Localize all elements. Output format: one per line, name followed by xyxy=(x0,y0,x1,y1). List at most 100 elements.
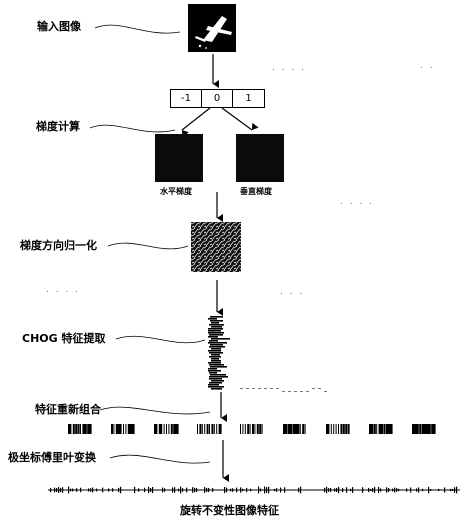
final-tick xyxy=(438,488,440,492)
recombine-segment xyxy=(302,424,305,434)
chog-bar xyxy=(211,338,230,340)
final-tick xyxy=(88,488,90,492)
final-tick xyxy=(352,487,354,493)
final-tick xyxy=(276,488,278,492)
chog-bar xyxy=(208,370,221,372)
final-tick xyxy=(108,488,110,492)
chog-bar xyxy=(209,382,222,384)
recombine-segment xyxy=(431,424,435,434)
final-tick xyxy=(450,488,452,492)
final-tick xyxy=(186,487,188,493)
chog-bar xyxy=(208,328,223,330)
recombine-segment xyxy=(156,424,158,434)
final-tick xyxy=(258,486,260,494)
recombine-segment xyxy=(424,424,427,434)
recombine-segment xyxy=(295,424,298,434)
recombine-segment xyxy=(304,424,306,434)
recombine-segment xyxy=(199,424,202,434)
recombine-segment xyxy=(285,424,288,434)
final-tick xyxy=(346,487,348,493)
chog-noise xyxy=(270,388,273,389)
recombine-segment xyxy=(175,424,179,434)
final-tick xyxy=(90,488,92,492)
recombine-segment xyxy=(68,424,71,434)
recombine-segment xyxy=(385,424,389,434)
recombine-segment xyxy=(342,424,345,434)
recombine-segment xyxy=(335,424,337,434)
final-tick xyxy=(454,487,456,493)
recombine-segment xyxy=(120,424,122,434)
final-tick xyxy=(418,487,420,493)
final-tick xyxy=(178,488,180,492)
recombine-segment xyxy=(111,424,113,434)
recombine-segment xyxy=(256,424,259,434)
chog-bar xyxy=(209,346,225,348)
recombine-segment xyxy=(390,424,393,434)
recombine-segment xyxy=(259,424,262,434)
recombine-segment xyxy=(369,424,372,434)
final-tick xyxy=(68,486,70,494)
recombine-segment xyxy=(163,424,165,434)
chog-bar xyxy=(211,354,220,356)
recombine-segment xyxy=(338,424,339,434)
final-tick xyxy=(138,488,140,492)
chog-bar xyxy=(208,330,221,332)
chog-noise xyxy=(300,391,303,392)
final-tick xyxy=(370,488,372,492)
gradient-kernel: -1 0 1 xyxy=(170,89,265,108)
arrow-kernel-horizontal xyxy=(181,107,211,138)
recombine-segment xyxy=(419,424,422,434)
chog-bar xyxy=(211,388,222,390)
chog-bar xyxy=(210,316,223,318)
chog-bar xyxy=(211,360,221,362)
recombine-segment xyxy=(287,424,291,434)
orientation-image xyxy=(191,222,241,272)
final-tick xyxy=(70,488,72,492)
recombine-segment xyxy=(173,424,177,434)
final-tick xyxy=(416,488,418,492)
chog-bar xyxy=(208,386,224,388)
chog-bar xyxy=(209,364,224,366)
scan-dots: . . . . xyxy=(272,63,307,73)
final-tick xyxy=(204,487,206,493)
chog-bar xyxy=(211,380,224,382)
final-tick xyxy=(298,487,300,493)
leader-gradient xyxy=(89,124,176,133)
recombine-segment xyxy=(82,424,86,434)
horizontal-gradient-image xyxy=(155,134,203,182)
final-tick xyxy=(72,488,74,492)
recombine-segment xyxy=(213,424,215,434)
recombine-segment xyxy=(299,424,301,434)
recombine-segment xyxy=(132,424,135,434)
final-tick xyxy=(326,486,328,494)
chog-noise xyxy=(246,388,249,389)
step-orientation-norm: 梯度方向归一化 xyxy=(20,239,97,252)
kernel-cell: 1 xyxy=(245,93,252,104)
final-tick xyxy=(236,487,238,493)
chog-noise xyxy=(294,391,297,392)
leader-recombine xyxy=(99,406,211,415)
scan-dots: . . . . xyxy=(340,197,375,207)
final-tick xyxy=(280,487,282,493)
recombine-segment xyxy=(249,424,251,434)
arrow-kernel-vertical xyxy=(221,107,259,131)
chog-bar xyxy=(208,336,218,338)
recombine-segment xyxy=(211,424,214,434)
chog-bar xyxy=(211,326,222,328)
recombine-segment xyxy=(297,424,300,434)
final-tick xyxy=(274,488,276,492)
final-tick xyxy=(152,486,154,494)
recombine-segment xyxy=(414,424,418,434)
recombine-segment xyxy=(326,424,329,434)
recombine-segment xyxy=(216,424,218,434)
recombine-segment xyxy=(218,424,222,434)
final-tick xyxy=(266,487,268,493)
chog-bar xyxy=(209,356,221,358)
recombine-segment xyxy=(416,424,419,434)
recombine-segment xyxy=(87,424,91,434)
recombine-segment xyxy=(376,424,378,434)
step-chog-extract: CHOG 特征提取 xyxy=(22,332,106,345)
recombine-segment xyxy=(426,424,430,434)
final-tick xyxy=(226,487,228,493)
